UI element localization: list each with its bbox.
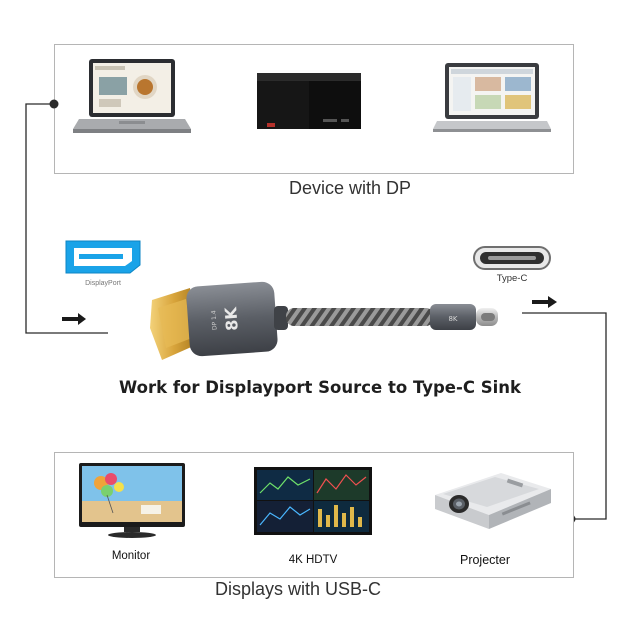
dp-head-text: 8K <box>221 306 242 331</box>
projector-image <box>435 473 551 529</box>
dp-head-small-text: DP 1.4 <box>210 310 218 330</box>
hdtv-image <box>254 467 372 535</box>
hdtv-label: 4K HDTV <box>288 554 338 566</box>
dp-to-typec-cable-image: 8K DP 1.4 8K <box>150 281 498 360</box>
displayport-icon: DisplayPort <box>62 237 144 289</box>
source-devices-panel: Device with DP <box>54 44 574 198</box>
displayport-label: DisplayPort <box>85 280 121 287</box>
typec-icon: Type-C <box>472 245 552 285</box>
typec-head-text: 8K <box>448 315 457 323</box>
monitor-label: Monitor <box>111 550 151 562</box>
monitor-image <box>79 463 185 538</box>
source-devices-caption: Device with DP <box>288 178 412 198</box>
desktop-computer-image <box>257 73 361 129</box>
display-devices-caption: Displays with USB-C <box>214 579 382 599</box>
display-devices-panel: Monitor 4K HDTV Projecter Displays with … <box>54 452 574 599</box>
typec-label: Type-C <box>496 273 528 284</box>
laptop-image <box>73 59 191 133</box>
laptop-image-2 <box>433 63 551 132</box>
projector-label: Projecter <box>459 553 511 567</box>
headline: Work for Displayport Source to Type-C Si… <box>119 378 521 397</box>
